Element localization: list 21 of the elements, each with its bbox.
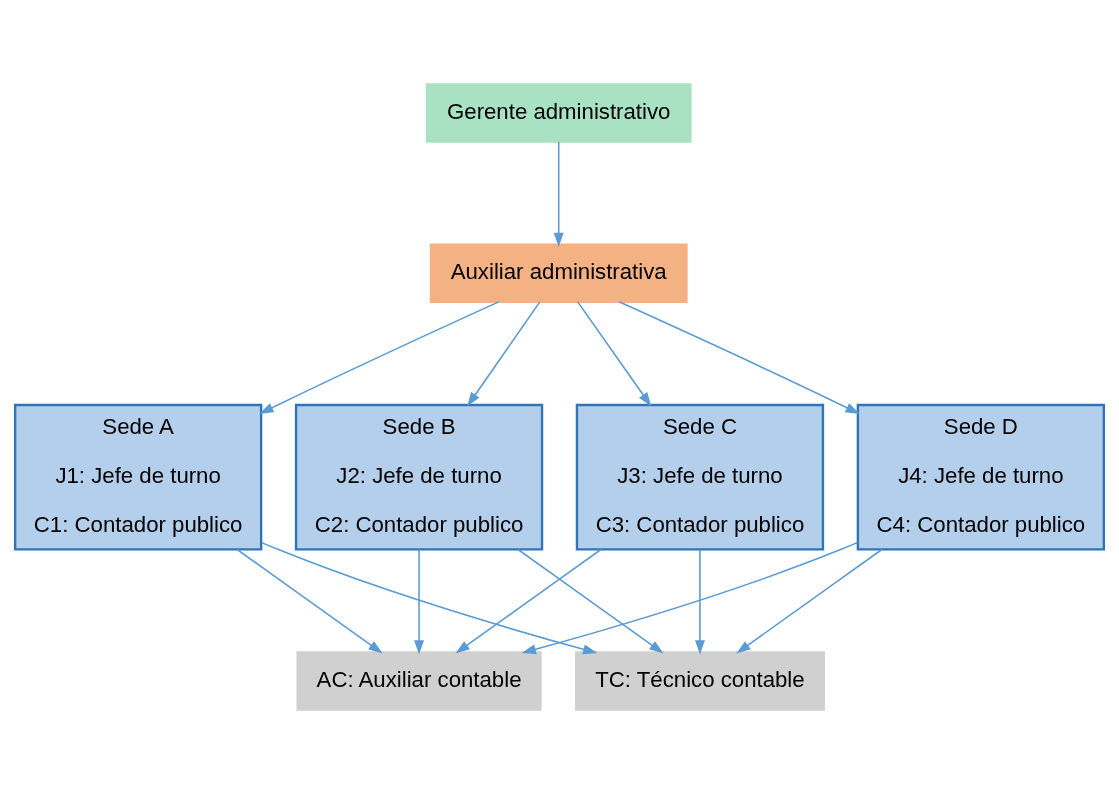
arrow xyxy=(694,548,705,655)
arrow xyxy=(259,300,500,414)
arrow xyxy=(576,300,652,406)
node-box: TC: Técnico contable xyxy=(574,650,825,711)
arrow xyxy=(618,300,860,414)
node-box: AC: Auxiliar contable xyxy=(296,650,542,711)
arrow xyxy=(467,300,541,406)
arrow xyxy=(553,140,564,247)
arrow xyxy=(517,548,664,653)
node-box: Sede D J4: Jefe de turno C4: Contador publico xyxy=(856,403,1106,551)
node-box: Sede C J3: Jefe de turno C3: Contador publico xyxy=(575,403,825,551)
node-box: Sede A J1: Jefe de turno C1: Contador publico xyxy=(13,403,263,551)
node-box: Gerente administrativo xyxy=(425,82,692,143)
arrow xyxy=(260,541,598,654)
arrow xyxy=(736,548,883,653)
node-box: Auxiliar administrativa xyxy=(429,242,688,303)
arrow xyxy=(414,548,425,655)
arrow xyxy=(455,548,602,653)
arrow xyxy=(521,541,859,654)
node-box: Sede B J2: Jefe de turno C2: Contador publico xyxy=(294,403,544,551)
arrow xyxy=(236,548,383,653)
